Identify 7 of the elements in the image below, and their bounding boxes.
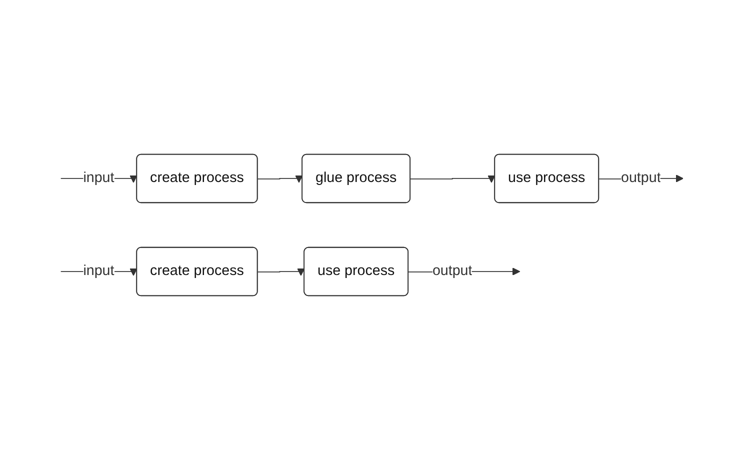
arrow (257, 174, 303, 183)
edge-label: output (432, 263, 472, 279)
edge-label: output (620, 170, 661, 186)
arrow (257, 268, 305, 276)
arrow (410, 174, 496, 183)
edge-label: input (83, 263, 114, 279)
edge-label: input (83, 170, 114, 186)
